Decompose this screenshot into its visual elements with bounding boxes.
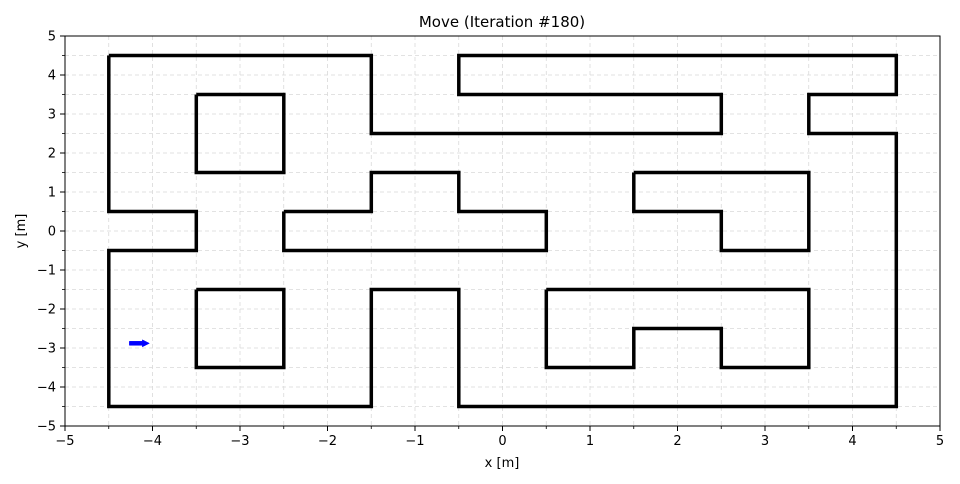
x-tick-label: 5 <box>936 434 944 449</box>
wall-block-bottom-left <box>194 287 286 370</box>
wall-block-center <box>282 170 549 253</box>
x-tick-label: 2 <box>673 434 681 449</box>
y-tick-label: 5 <box>48 30 56 45</box>
y-tick-label: −1 <box>37 264 56 279</box>
x-tick-label: 1 <box>586 434 594 449</box>
y-tick-label: 1 <box>48 186 56 201</box>
y-tick-label: 0 <box>48 225 56 240</box>
x-tick-label: −1 <box>405 434 424 449</box>
robot-arrow-shape <box>129 339 150 348</box>
robot-arrow <box>129 339 150 348</box>
y-tick-label: −5 <box>37 420 56 435</box>
y-tick-label: −4 <box>37 381 56 396</box>
y-axis-label: y [m] <box>14 214 29 249</box>
x-tick-label: −2 <box>318 434 337 449</box>
robot-marker <box>129 339 150 348</box>
x-tick-label: −3 <box>230 434 249 449</box>
axis-ticks: −5 −4 −3 −2 −1 0 1 2 3 4 5 −5 −4 −3 −2 −1 0 1 2 3 4 5 <box>37 30 944 450</box>
y-tick-label: −3 <box>37 342 56 357</box>
x-axis-label: x [m] <box>485 456 520 471</box>
y-tick-label: −2 <box>37 303 56 318</box>
y-tick-label: 4 <box>48 69 56 84</box>
x-tick-label: −5 <box>55 434 74 449</box>
y-tick-label: 2 <box>48 147 56 162</box>
y-tick-label: 3 <box>48 108 56 123</box>
chart-title: Move (Iteration #180) <box>419 13 585 31</box>
x-tick-label: 0 <box>498 434 506 449</box>
wall-block-top-left <box>194 92 286 175</box>
maze-walls <box>107 53 899 409</box>
wall-block-right <box>632 170 811 253</box>
wall-outer-boundary <box>107 53 899 409</box>
x-tick-label: 3 <box>761 434 769 449</box>
x-tick-label: −4 <box>143 434 162 449</box>
x-tick-label: 4 <box>848 434 856 449</box>
wall-block-bottom-right <box>544 287 811 370</box>
